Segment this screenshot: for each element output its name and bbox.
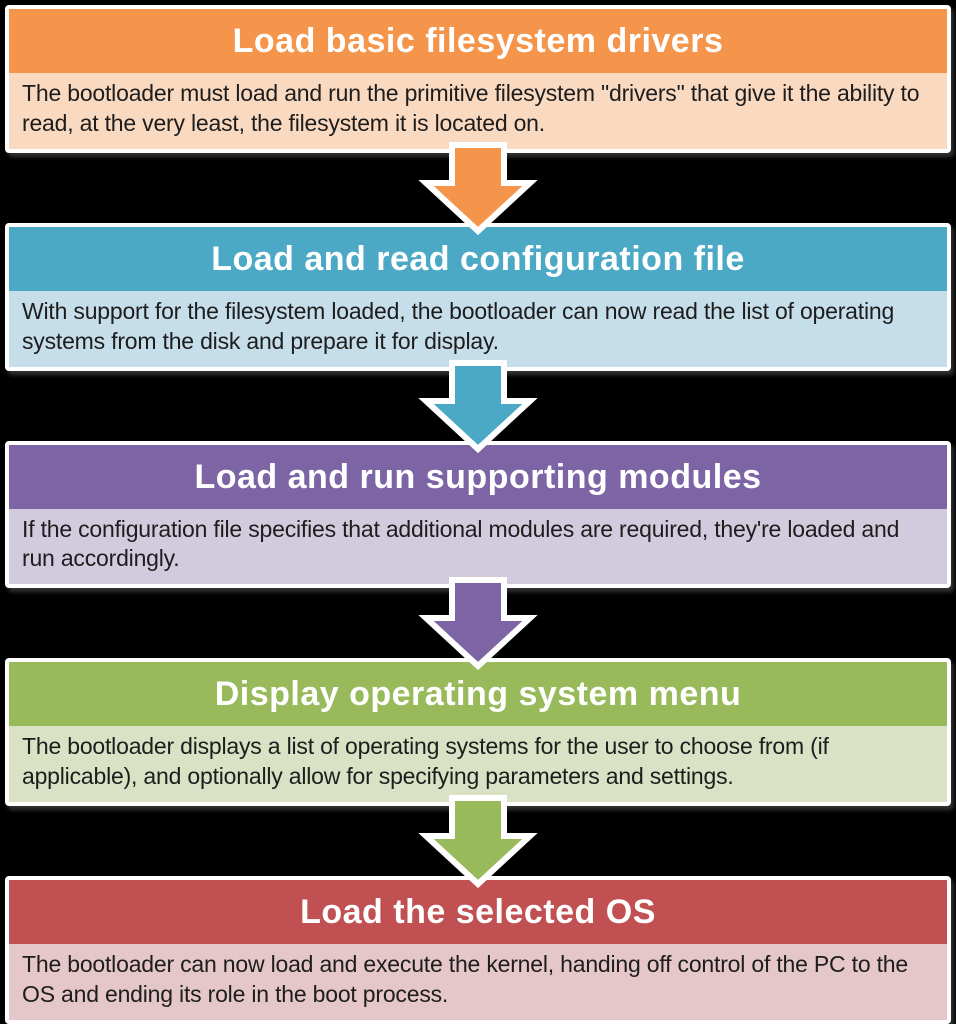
down-arrow-icon xyxy=(5,359,951,453)
down-arrow-icon xyxy=(5,795,951,889)
step-box: Load the selected OS The bootloader can … xyxy=(5,876,951,1024)
down-arrow-icon xyxy=(5,141,951,235)
step-box: Load and read configuration file With su… xyxy=(5,222,951,371)
step-header: Load and read configuration file xyxy=(9,226,947,291)
step-title: Load and run supporting modules xyxy=(194,457,762,496)
step-box: Load basic filesystem drivers The bootlo… xyxy=(5,5,951,153)
step-header: Load basic filesystem drivers xyxy=(9,9,947,73)
step-description: If the configuration file specifies that… xyxy=(22,515,900,572)
step-header: Load the selected OS xyxy=(9,880,947,945)
step-description: With support for the filesystem loaded, … xyxy=(22,297,895,354)
step-title: Load the selected OS xyxy=(300,893,656,932)
step-header: Display operating system menu xyxy=(9,662,947,727)
step-description: The bootloader can now load and execute … xyxy=(22,951,908,1008)
down-arrow-icon xyxy=(5,577,951,671)
step-description: The bootloader displays a list of operat… xyxy=(22,733,829,790)
step-title: Display operating system menu xyxy=(214,675,742,714)
step-title: Load and read configuration file xyxy=(211,239,745,278)
step-title: Load basic filesystem drivers xyxy=(232,22,724,60)
step-box: Display operating system menu The bootlo… xyxy=(5,658,951,807)
step-description: The bootloader must load and run the pri… xyxy=(22,80,920,136)
step-box: Load and run supporting modules If the c… xyxy=(5,440,951,589)
step-header: Load and run supporting modules xyxy=(9,444,947,509)
